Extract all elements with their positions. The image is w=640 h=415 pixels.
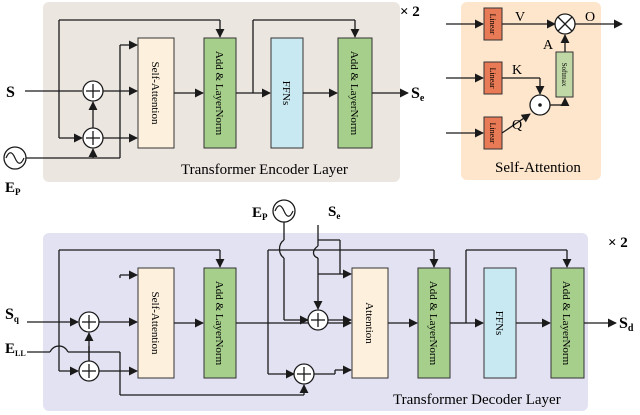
decoder-addnorm-3-block — [550, 267, 585, 379]
decoder-pos-label: EP — [252, 205, 268, 222]
encoder-repeat: × 2 — [400, 4, 420, 20]
a-label: A — [543, 38, 554, 53]
decoder-attention-label: Attention — [363, 302, 375, 344]
svg-text:Linear: Linear — [488, 68, 497, 89]
decoder-layer-label: Transformer Decoder Layer — [393, 392, 561, 408]
decoder-output-label: Sd — [619, 315, 634, 334]
encoder-addnorm-1-block — [203, 37, 237, 149]
decoder-addnorm-1-block — [203, 267, 237, 379]
svg-text:Softmax: Softmax — [560, 63, 568, 87]
q-label: Q — [512, 118, 522, 133]
decoder-ll-label: ELL — [5, 341, 26, 358]
decoder-ffn-block — [483, 267, 517, 379]
decoder-input-label: Sq — [5, 306, 19, 324]
svg-text:Linear: Linear — [488, 123, 497, 144]
decoder-enc-input-label: Se — [328, 204, 340, 221]
encoder-addnorm-1-label: Add & LayerNorm — [213, 51, 225, 136]
decoder-addnorm-3-label: Add & LayerNorm — [560, 281, 572, 366]
decoder-addnorm-2-label: Add & LayerNorm — [427, 281, 439, 366]
svg-text:Linear: Linear — [488, 14, 497, 35]
self-attention-title: Self-Attention — [495, 160, 581, 176]
k-label: K — [512, 63, 522, 78]
decoder-repeat: × 2 — [608, 235, 628, 251]
o-label: O — [585, 10, 595, 25]
encoder-layer-label: Transformer Encoder Layer — [181, 162, 348, 178]
self-attention-panel — [461, 2, 601, 180]
encoder-input-label: S — [6, 84, 15, 101]
decoder-addnorm-1-label: Add & LayerNorm — [213, 281, 225, 366]
decoder-self-attention-label: Self-Attention — [149, 292, 161, 355]
decoder-attention-block — [351, 267, 389, 379]
encoder-pos-label: EP — [5, 180, 21, 197]
encoder-ffn-label: FFNs — [280, 81, 292, 105]
encoder-output-label: Se — [411, 85, 425, 104]
decoder-addnorm-2-block — [417, 267, 451, 379]
encoder-addnorm-2-label: Add & LayerNorm — [348, 51, 360, 136]
decoder-ffn-label: FFNs — [493, 311, 505, 335]
v-label: V — [515, 10, 525, 25]
decoder-self-attention-block — [137, 267, 175, 379]
encoder-self-attention-label: Self-Attention — [149, 62, 161, 125]
